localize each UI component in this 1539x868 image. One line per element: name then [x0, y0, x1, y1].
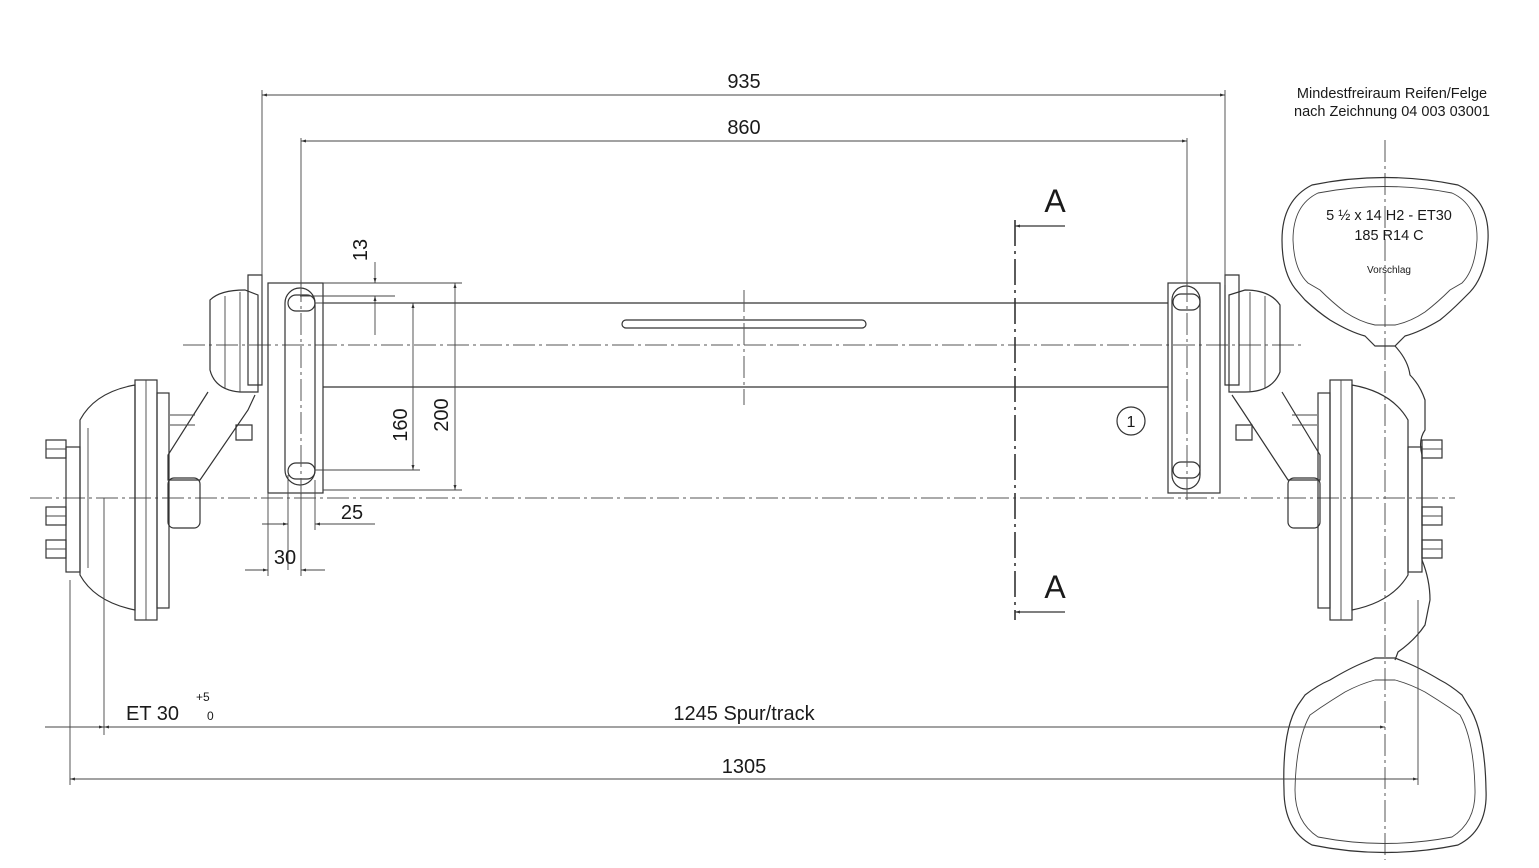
- dimension-1305: 1305: [69, 580, 1419, 785]
- track-label: 1245 Spur/track: [673, 703, 815, 725]
- dimension-30: 30: [245, 493, 325, 576]
- et-tolerance-upper: +5: [196, 690, 210, 704]
- et-tolerance-lower: 0: [207, 709, 214, 723]
- tire-proposal-note: Vorschlag: [1367, 265, 1411, 276]
- svg-text:25: 25: [341, 502, 363, 524]
- svg-text:30: 30: [274, 547, 296, 569]
- tire-note-line2: nach Zeichnung 04 003 03001: [1294, 104, 1490, 120]
- tire-clearance-profile: 5 ½ x 14 H2 - ET30 185 R14 C Vorschlag: [1281, 176, 1489, 854]
- section-line-a-a: A A: [1014, 183, 1066, 620]
- dimension-200: 200: [323, 282, 462, 491]
- rim-spec: 5 ½ x 14 H2 - ET30: [1326, 208, 1452, 224]
- dimension-13: 13: [300, 239, 395, 335]
- svg-text:1: 1: [1127, 414, 1136, 431]
- left-mounting-bracket: [267, 280, 324, 495]
- et-label: ET 30: [126, 703, 179, 725]
- dimension-935: 935: [261, 71, 1226, 300]
- right-mounting-bracket: [1167, 280, 1221, 500]
- tire-note-line1: Mindestfreiraum Reifen/Felge: [1297, 86, 1487, 102]
- section-label-bottom: A: [1044, 569, 1066, 605]
- svg-text:200: 200: [431, 398, 453, 431]
- right-wheel-hub-assembly: [1224, 274, 1443, 621]
- svg-text:860: 860: [727, 117, 760, 139]
- dimension-track-1245: 1245 Spur/track ET 30 +5 0: [45, 498, 1385, 735]
- dimension-860: 860: [300, 117, 1188, 285]
- svg-text:1305: 1305: [722, 756, 767, 778]
- tire-size: 185 R14 C: [1354, 228, 1423, 244]
- svg-text:160: 160: [390, 408, 412, 441]
- section-label-top: A: [1044, 183, 1066, 219]
- svg-text:935: 935: [727, 71, 760, 93]
- svg-text:13: 13: [350, 239, 372, 261]
- left-wheel-hub-assembly: [45, 274, 263, 621]
- left-wheel-studs: [45, 439, 67, 559]
- dimension-25: 25: [262, 475, 375, 570]
- right-wheel-studs: [1421, 439, 1443, 559]
- dimension-160: 160: [315, 302, 420, 471]
- callout-1: 1: [1116, 406, 1146, 436]
